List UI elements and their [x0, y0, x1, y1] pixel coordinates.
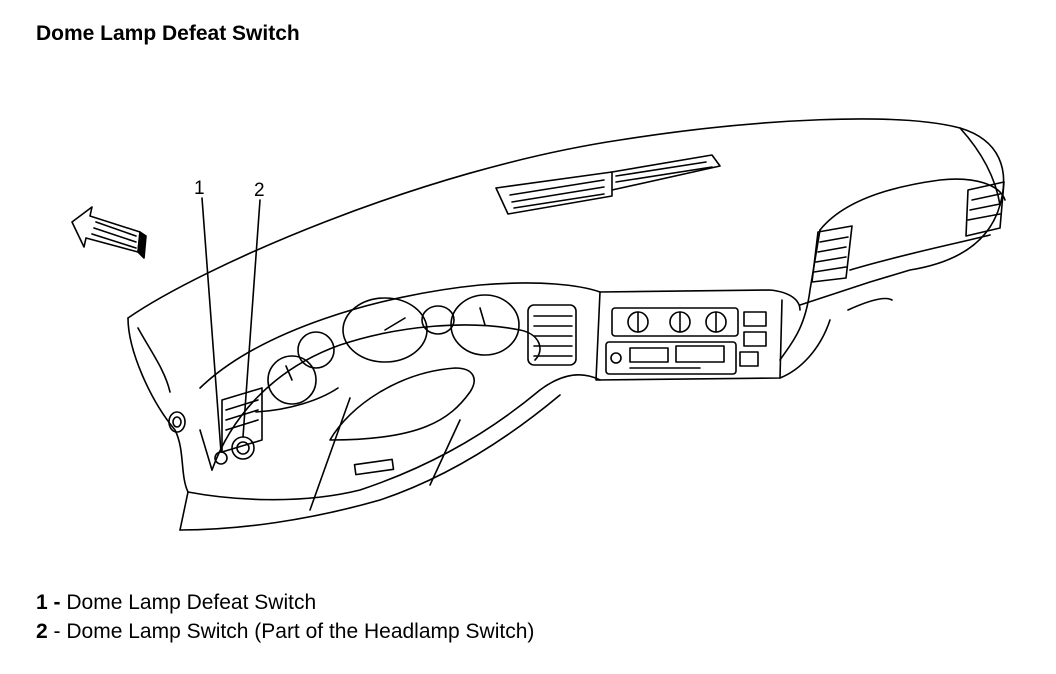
instrument-cluster	[255, 294, 520, 413]
left-air-vent	[221, 387, 263, 453]
defroster-vents	[495, 154, 721, 215]
center-air-vent	[527, 304, 577, 366]
callout-2-label: 2	[254, 180, 265, 201]
front-direction-arrow-icon	[71, 206, 147, 259]
legend-text: Dome Lamp Switch (Part of the Headlamp S…	[66, 620, 535, 643]
legend-item: 2 - Dome Lamp Switch (Part of the Headla…	[36, 617, 534, 646]
callout-leaders	[201, 197, 261, 453]
legend-number: 1	[36, 591, 48, 614]
radio-unit	[605, 341, 759, 375]
legend-separator: -	[47, 620, 67, 643]
side-speaker	[168, 411, 186, 433]
legend-number: 2	[36, 620, 48, 643]
legend: 1 - Dome Lamp Defeat Switch 2 - Dome Lam…	[36, 588, 534, 646]
legend-separator: -	[47, 591, 67, 614]
legend-item: 1 - Dome Lamp Defeat Switch	[36, 588, 534, 617]
page-title: Dome Lamp Defeat Switch	[36, 22, 300, 45]
hvac-controls	[611, 307, 767, 347]
legend-text: Dome Lamp Defeat Switch	[66, 591, 317, 614]
dashboard-outline	[127, 118, 1006, 531]
passenger-air-vents	[811, 181, 1005, 311]
callout-1-label: 1	[194, 178, 205, 199]
